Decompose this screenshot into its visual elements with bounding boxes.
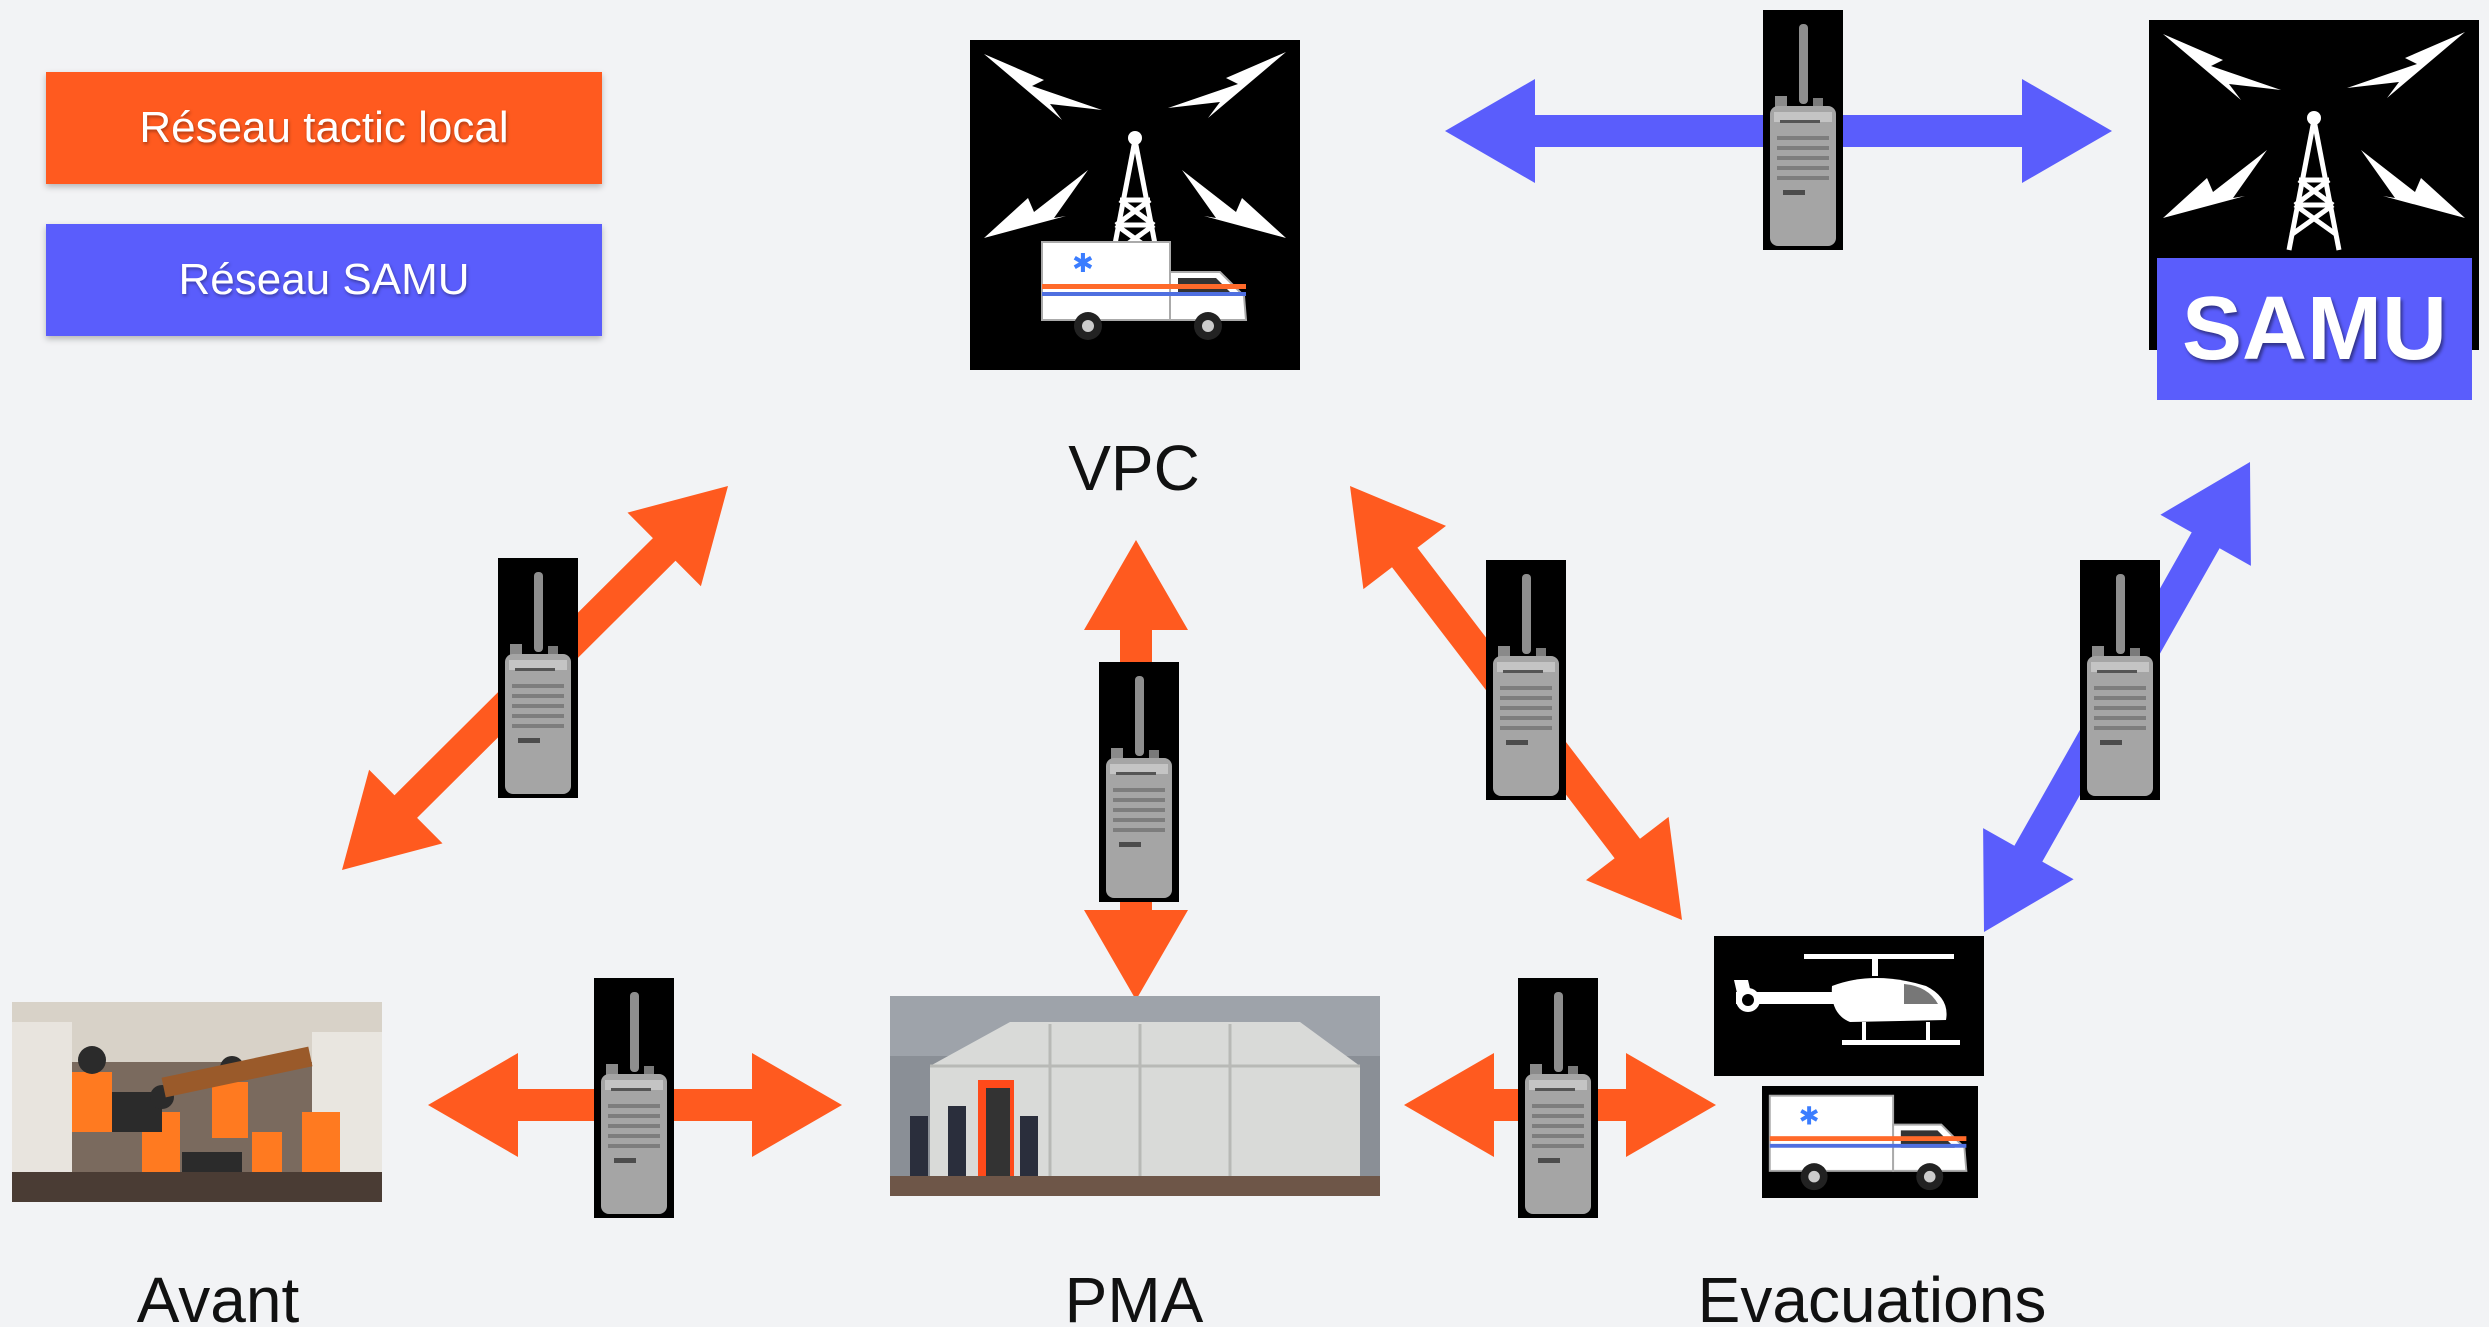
- walkie-talkie-icon: [498, 558, 578, 798]
- walkie-talkie-icon: [2080, 560, 2160, 800]
- label-pma: PMA: [1065, 1264, 1204, 1327]
- walkie-talkie-icon: [1763, 10, 1843, 250]
- helicopter-icon: [1714, 936, 1984, 1076]
- label-vpc: VPC: [1068, 432, 1200, 504]
- medical-tent-photo: [890, 996, 1380, 1196]
- walkie-talkie-icon: [1486, 560, 1566, 800]
- legend-samu-network: Réseau SAMU: [46, 224, 602, 336]
- legend-local-network: Réseau tactic local: [46, 72, 602, 184]
- walkie-talkie-icon: [1518, 978, 1598, 1218]
- node-labels: VPC Avant PMA Evacuations: [137, 432, 2047, 1327]
- label-evacuations: Evacuations: [1698, 1264, 2047, 1327]
- nodes: [12, 20, 2479, 1202]
- samu-banner: SAMU: [2182, 278, 2447, 379]
- walkie-talkie-icon: [594, 978, 674, 1218]
- samu-banner-background: [2157, 258, 2472, 400]
- walkie-talkie-icon: [1099, 662, 1179, 902]
- label-avant: Avant: [137, 1264, 300, 1327]
- rescue-photo: [12, 1002, 382, 1202]
